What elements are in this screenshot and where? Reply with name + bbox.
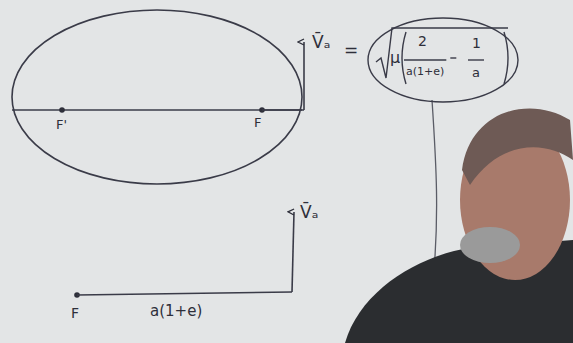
formula-stroke <box>468 59 484 60</box>
formula-stroke <box>376 28 508 78</box>
focus-dot <box>59 107 65 113</box>
orbit-ellipse <box>12 10 302 184</box>
circled-formula: μ 2 a(1+e) 1 a <box>368 18 518 102</box>
handwritten-label: V̄ₐ <box>312 34 330 51</box>
radius-line <box>77 292 292 295</box>
formula-stroke <box>368 18 518 102</box>
radius-line <box>262 109 304 111</box>
formula-term: a(1+e) <box>406 66 444 77</box>
formula-term: 2 <box>418 34 427 48</box>
formula-term: μ <box>390 50 400 66</box>
handwritten-label: = <box>344 42 358 59</box>
handwritten-label: V̄ₐ <box>300 204 318 221</box>
handwritten-label: F <box>254 116 261 129</box>
formula-stroke <box>504 32 508 84</box>
handwritten-label: F <box>71 306 79 320</box>
handwritten-label: a(1+e) <box>150 304 202 319</box>
handwritten-label: F' <box>56 118 67 131</box>
formula-term: 1 <box>472 36 481 50</box>
formula-stroke <box>450 57 456 58</box>
formula-term: a <box>472 66 480 79</box>
velocity-vector <box>292 212 294 292</box>
velocity-vector <box>303 42 305 110</box>
formula-stroke <box>402 32 406 84</box>
lecturer-figure <box>345 108 573 343</box>
formula-stroke <box>404 59 446 60</box>
